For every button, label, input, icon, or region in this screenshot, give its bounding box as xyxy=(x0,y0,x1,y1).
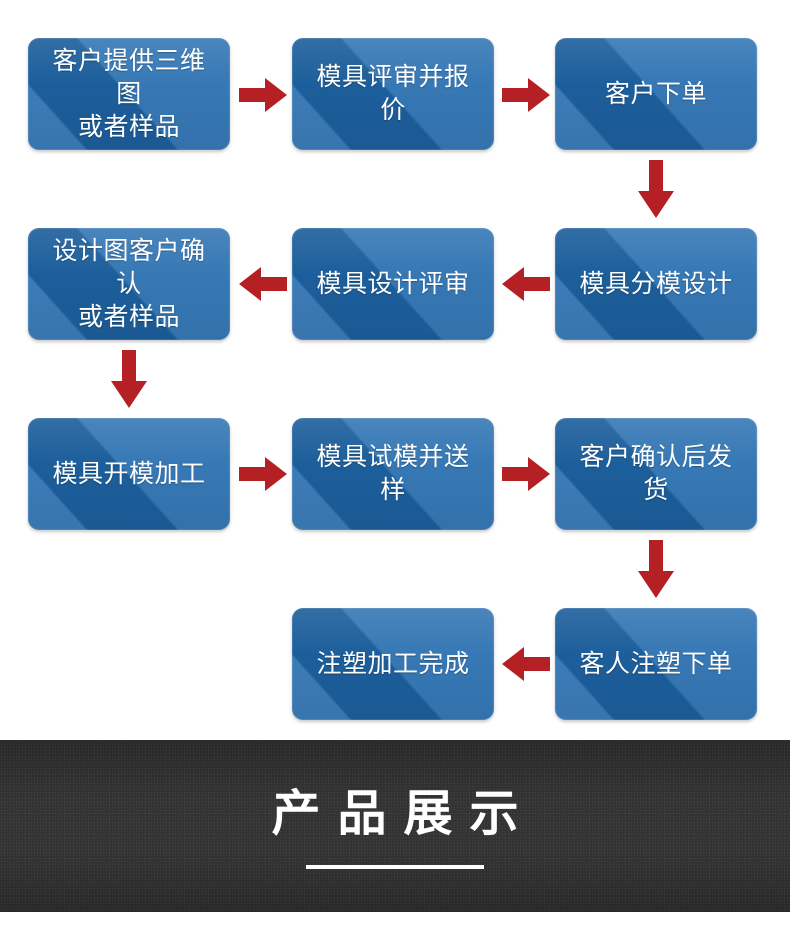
node-gloss xyxy=(292,228,494,340)
flow-node-n8[interactable]: 模具试模并送样 xyxy=(292,418,494,530)
flow-node-n10[interactable]: 注塑加工完成 xyxy=(292,608,494,720)
flowchart: 客户提供三维图 或者样品 模具评审并报价 客户下单 xyxy=(28,38,757,720)
node-sheen xyxy=(555,228,757,340)
flow-node-label: 模具评审并报价 xyxy=(316,63,470,124)
arrow-left-n5-n4 xyxy=(239,267,287,301)
banner-title: 产品展示 xyxy=(271,786,536,841)
flow-node-label: 客户提供三维图 或者样品 xyxy=(52,46,206,141)
arrow-right-n2-n3 xyxy=(502,78,550,112)
flow-node-label: 客户下单 xyxy=(604,79,707,108)
node-sheen xyxy=(555,38,757,150)
arrow-down-n9-n11 xyxy=(638,540,674,598)
flow-node-n9[interactable]: 客户确认后发货 xyxy=(555,418,757,530)
arrow-down-n4-n7 xyxy=(111,350,147,408)
banner-content: 产品展示 xyxy=(0,740,790,912)
node-sheen xyxy=(555,418,757,530)
flow-node-label: 注塑加工完成 xyxy=(316,649,470,678)
flow-node-n5[interactable]: 模具设计评审 xyxy=(292,228,494,340)
flow-node-label: 客户确认后发货 xyxy=(579,443,733,504)
flow-node-label: 模具设计评审 xyxy=(316,269,470,298)
banner-vignette xyxy=(0,740,790,912)
node-gloss xyxy=(555,38,757,150)
flow-node-label: 设计图客户确认 或者样品 xyxy=(52,236,206,331)
node-gloss xyxy=(292,38,494,150)
arrow-left-n6-n5 xyxy=(502,267,550,301)
arrow-left-n11-n10 xyxy=(502,647,550,681)
node-sheen xyxy=(555,608,757,720)
flow-node-n1[interactable]: 客户提供三维图 或者样品 xyxy=(28,38,230,150)
node-gloss xyxy=(292,608,494,720)
flow-node-n11[interactable]: 客人注塑下单 xyxy=(555,608,757,720)
arrow-down-n3-n6 xyxy=(638,160,674,218)
node-gloss xyxy=(28,38,230,150)
flow-node-n6[interactable]: 模具分模设计 xyxy=(555,228,757,340)
section-banner: 产品展示 xyxy=(0,740,790,912)
flow-node-label: 客人注塑下单 xyxy=(579,649,733,678)
node-gloss xyxy=(555,608,757,720)
node-sheen xyxy=(28,418,230,530)
node-gloss xyxy=(28,228,230,340)
arrow-right-n7-n8 xyxy=(239,457,287,491)
flow-node-n4[interactable]: 设计图客户确认 或者样品 xyxy=(28,228,230,340)
node-sheen xyxy=(28,228,230,340)
flow-node-label: 模具开模加工 xyxy=(52,459,206,488)
banner-noise-texture xyxy=(0,740,790,912)
node-gloss xyxy=(555,228,757,340)
flow-node-label: 模具分模设计 xyxy=(579,269,733,298)
banner-underline-rule xyxy=(306,864,484,869)
node-gloss xyxy=(555,418,757,530)
arrow-right-n1-n2 xyxy=(239,78,287,112)
node-gloss xyxy=(292,418,494,530)
node-sheen xyxy=(292,418,494,530)
node-sheen xyxy=(292,38,494,150)
flow-node-n3[interactable]: 客户下单 xyxy=(555,38,757,150)
flow-node-n7[interactable]: 模具开模加工 xyxy=(28,418,230,530)
node-sheen xyxy=(28,38,230,150)
node-sheen xyxy=(292,228,494,340)
arrow-right-n8-n9 xyxy=(502,457,550,491)
node-gloss xyxy=(28,418,230,530)
node-sheen xyxy=(292,608,494,720)
flow-node-n2[interactable]: 模具评审并报价 xyxy=(292,38,494,150)
flow-node-label: 模具试模并送样 xyxy=(316,443,470,504)
